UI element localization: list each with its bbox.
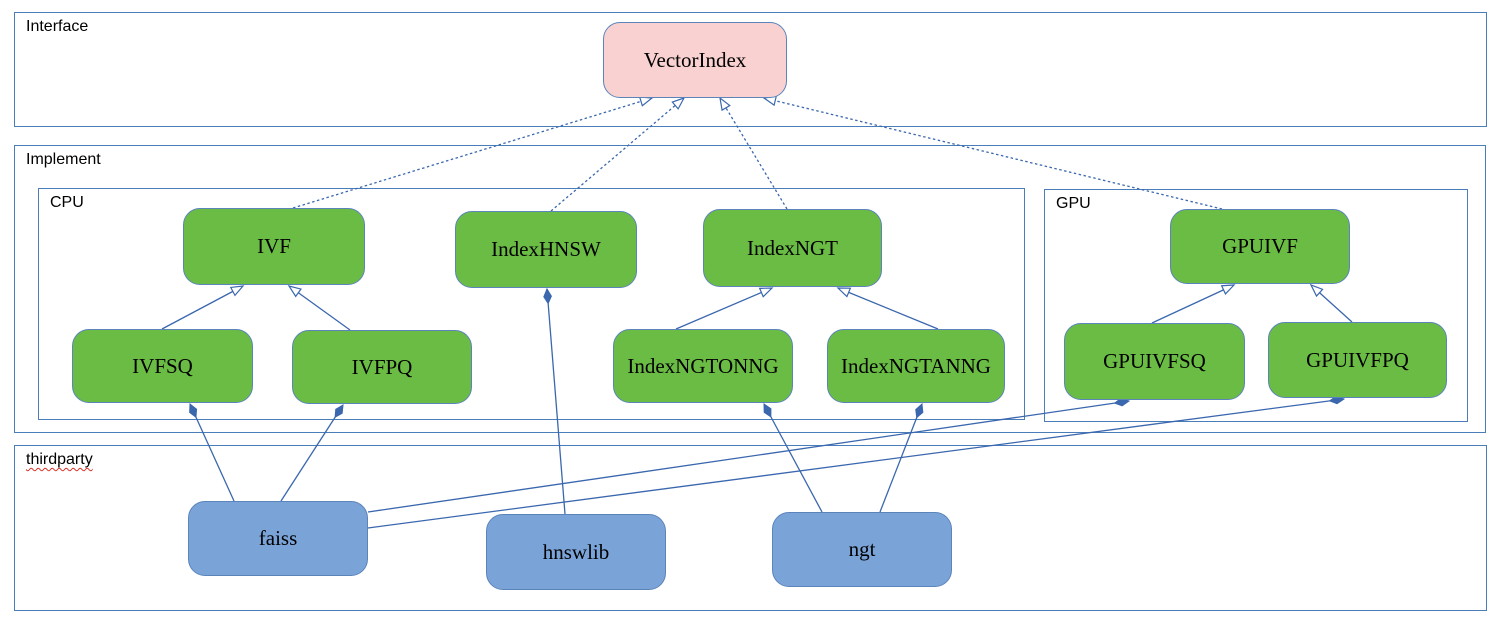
container-label-gpu: GPU — [1056, 195, 1091, 212]
node-ngt[interactable]: ngt — [772, 512, 952, 587]
container-label-cpu: CPU — [50, 194, 84, 211]
node-label-indexngtonng: IndexNGTONNG — [627, 353, 779, 378]
node-ivfsq[interactable]: IVFSQ — [72, 329, 253, 403]
node-label-indexhnsw: IndexHNSW — [491, 237, 601, 261]
node-label-gpuivfpq: GPUIVFPQ — [1306, 347, 1409, 372]
node-hnswlib[interactable]: hnswlib — [486, 514, 666, 590]
container-label-implement: Implement — [26, 151, 101, 168]
node-label-gpuivf: GPUIVF — [1222, 234, 1298, 258]
container-label-thirdparty: thirdparty — [26, 451, 93, 468]
node-ivfpq[interactable]: IVFPQ — [292, 330, 472, 404]
node-gpuivfpq[interactable]: GPUIVFPQ — [1268, 322, 1447, 398]
node-gpuivf[interactable]: GPUIVF — [1170, 209, 1350, 284]
node-indexngtanng[interactable]: IndexNGTANNG — [827, 329, 1005, 403]
node-label-gpuivfsq: GPUIVFSQ — [1103, 349, 1206, 373]
node-label-ivfsq: IVFSQ — [132, 353, 193, 378]
node-label-ivf: IVF — [257, 234, 291, 258]
node-label-ngt: ngt — [848, 537, 876, 561]
node-indexngt[interactable]: IndexNGT — [703, 209, 882, 287]
node-label-hnswlib: hnswlib — [542, 539, 610, 564]
node-faiss[interactable]: faiss — [188, 501, 368, 576]
node-label-indexngt: IndexNGT — [747, 235, 838, 260]
container-label-interface: Interface — [26, 18, 89, 35]
node-label-ivfpq: IVFPQ — [351, 354, 413, 379]
node-indexngtonng[interactable]: IndexNGTONNG — [613, 329, 793, 403]
node-ivf[interactable]: IVF — [183, 208, 365, 285]
node-indexhnsw[interactable]: IndexHNSW — [455, 211, 637, 288]
node-label-indexngtanng: IndexNGTANNG — [841, 353, 991, 378]
node-vectorindex[interactable]: VectorIndex — [603, 22, 787, 98]
node-label-faiss: faiss — [258, 526, 298, 550]
node-gpuivfsq[interactable]: GPUIVFSQ — [1064, 323, 1245, 400]
node-label-vectorindex: VectorIndex — [643, 47, 747, 72]
